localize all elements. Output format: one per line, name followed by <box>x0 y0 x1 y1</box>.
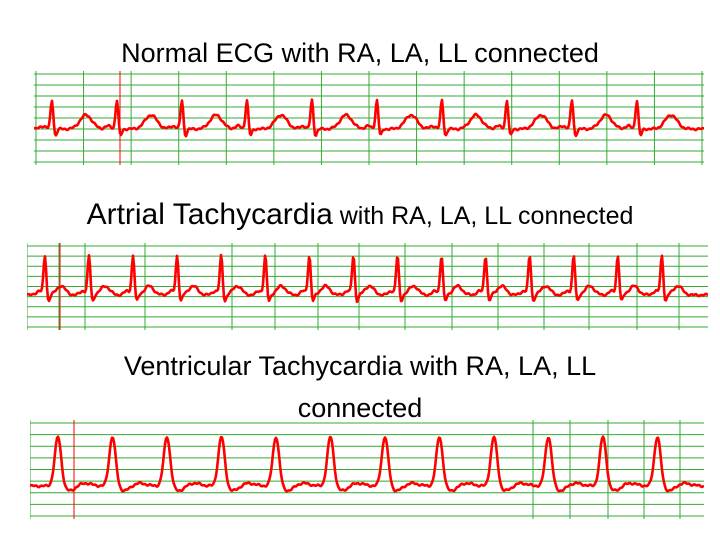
ecg-trace <box>27 253 708 304</box>
title-artrial-lead: Artrial Tachycardia <box>86 198 333 231</box>
title-normal-ecg: Normal ECG with RA, LA, LL connected <box>121 38 599 68</box>
title-ventricular-line2: connected <box>297 393 423 423</box>
title-ventricular-line1: Ventricular Tachycardia with RA, LA, LL <box>123 351 597 381</box>
title-artrial-rest: with RA, LA, LL connected <box>332 202 634 230</box>
ecg-trace <box>34 98 704 138</box>
title-ventricular-tachycardia: Ventricular Tachycardia with RA, LA, LL c… <box>0 345 720 429</box>
ecg-strip-normal <box>34 71 704 165</box>
ecg-strip-ventricular <box>30 420 704 519</box>
ecg-strip-artrial <box>27 243 708 330</box>
ecg-trace <box>30 435 704 493</box>
title-artrial-tachycardia: Artrial Tachycardia with RA, LA, LL conn… <box>0 198 720 232</box>
